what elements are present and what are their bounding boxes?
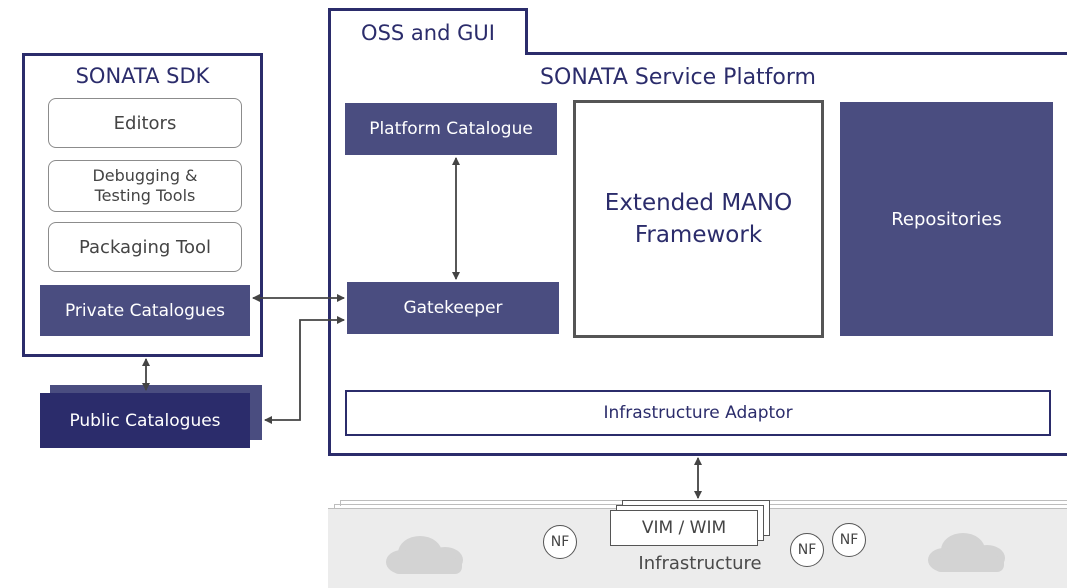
public-catalogues-box: Public Catalogues (40, 393, 250, 448)
mano-framework-box: Extended MANO Framework (573, 100, 824, 338)
public-gatekeeper-arrow (264, 316, 345, 424)
platform-catalogue-box: Platform Catalogue (345, 103, 557, 155)
repositories-box: Repositories (840, 102, 1053, 336)
mano-label-line2: Framework (634, 222, 763, 248)
cloud-icon-left (386, 536, 463, 574)
service-platform-title: SONATA Service Platform (540, 64, 816, 90)
infrastructure-label: Infrastructure (638, 552, 762, 574)
gatekeeper-box: Gatekeeper (347, 282, 559, 334)
debugging-testing-tools-box: Debugging & Testing Tools (48, 160, 242, 212)
oss-gui-tab: OSS and GUI (328, 8, 528, 55)
nf-node: NF (790, 533, 824, 567)
nf-node: NF (832, 523, 866, 557)
infrastructure-adaptor-box: Infrastructure Adaptor (345, 390, 1051, 436)
editors-box: Editors (48, 98, 242, 148)
debugging-label-line1: Debugging & (92, 166, 198, 185)
private-catalogues-box: Private Catalogues (40, 285, 250, 336)
vim-wim-box: VIM / WIM (610, 510, 758, 546)
debugging-label-line2: Testing Tools (94, 186, 196, 205)
cloud-icon-right (928, 533, 1005, 572)
packaging-tool-box: Packaging Tool (48, 222, 242, 272)
nf-node: NF (543, 525, 577, 559)
mano-label-line1: Extended MANO (604, 190, 793, 216)
sdk-title: SONATA SDK (75, 64, 210, 88)
